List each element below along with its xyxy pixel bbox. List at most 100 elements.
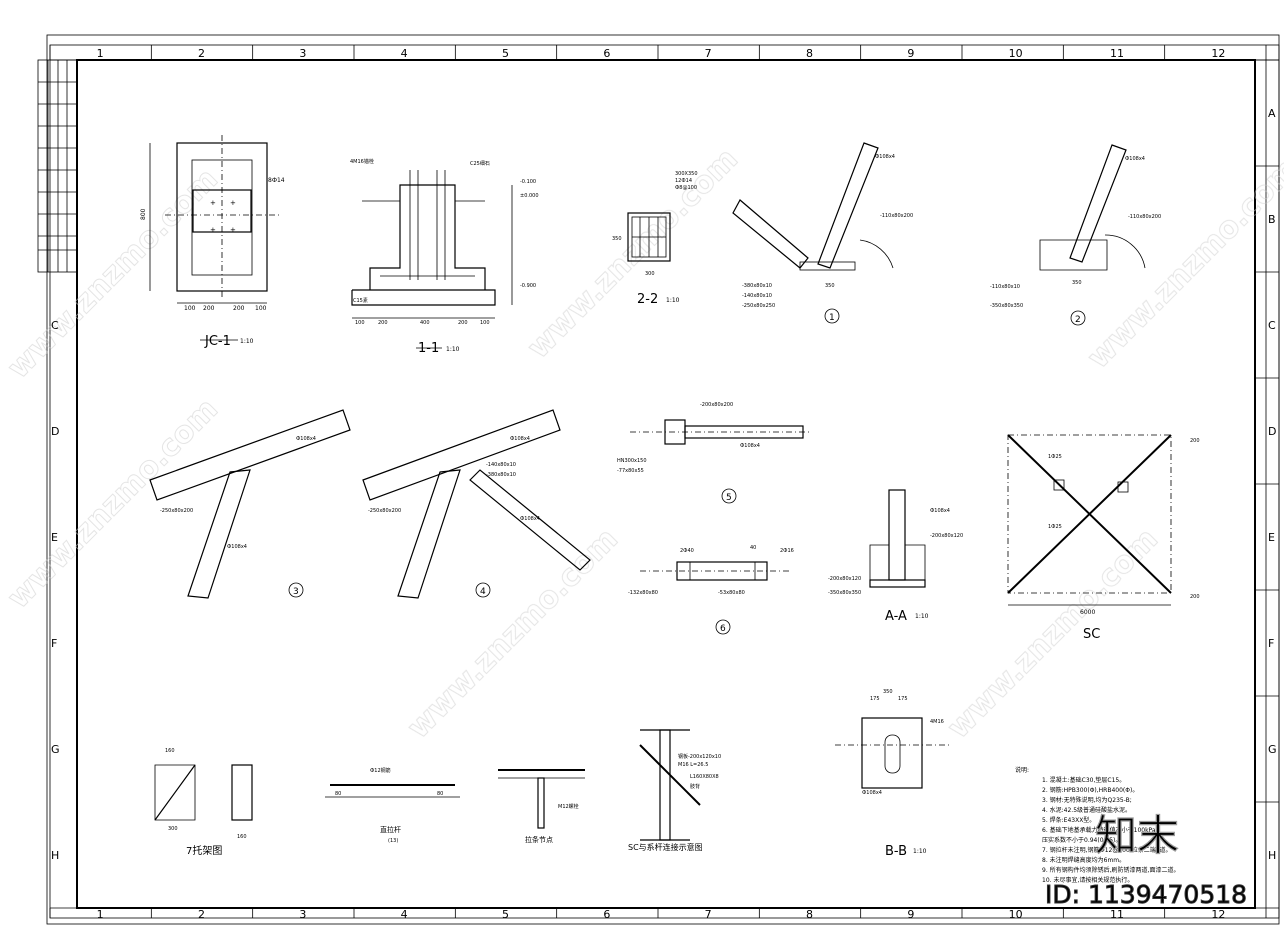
svg-text:4M16: 4M16 [930,719,944,725]
column-label: 7 [705,908,712,921]
image-id: ID: 1139470518 [1045,880,1247,909]
svg-text:200: 200 [233,305,245,312]
column-label: 11 [1110,47,1124,60]
svg-text:M16 L=26.5: M16 L=26.5 [678,762,708,768]
svg-text:+: + [230,199,236,207]
column-label: 8 [806,908,813,921]
jc1-scale: 1:10 [240,338,254,345]
svg-text:40: 40 [750,545,756,551]
row-label: D [1268,425,1276,438]
svg-text:100: 100 [184,305,196,312]
row-label: H [1268,849,1276,862]
svg-text:175: 175 [870,696,880,702]
column-label: 12 [1211,908,1225,921]
column-label: 6 [603,47,610,60]
column-label: 8 [806,47,813,60]
jc1-note: 8Ф14 [268,177,285,184]
svg-text:-350x80x350: -350x80x350 [990,303,1023,309]
column-label: 6 [603,908,610,921]
column-label: 2 [198,908,205,921]
frame-border [49,44,1280,919]
node3-label: 3 [293,587,299,597]
detail-node-3: Ф108x4 Ф108x4 -250x80x200 3 [149,409,351,599]
svg-text:-110x80x10: -110x80x10 [990,284,1020,290]
notes-heading: 说明: [1015,766,1029,774]
detail-jc1-plan: ++ ++ 8Ф14 100 200 200 100 800 JC-1 1:10 [140,135,285,349]
svg-text:-110x80x200: -110x80x200 [1128,214,1161,220]
svg-text:Ф108x4: Ф108x4 [740,443,760,449]
column-label: 1 [97,908,104,921]
column-label: 5 [502,908,509,921]
svg-text:-200x80x200: -200x80x200 [700,402,733,408]
sec22-title: 2-2 [637,292,658,307]
column-label: 5 [502,47,509,60]
aa-title: A-A [885,609,907,624]
general-notes: 说明: 1. 混凝土:基础C30,垫层C15。 2. 钢筋:HPB300(Φ),… [1015,766,1179,884]
svg-text:(13): (13) [388,838,398,844]
detail-section-1-1: 4M16锚栓 C25细石 C15素 -0.100 ±0.000 -0.900 1… [350,158,539,356]
detail-sc-bracing: 6000 200 200 1Ф25 1Ф25 SC [1007,434,1200,642]
svg-text:100: 100 [355,320,365,326]
svg-text:-250x80x200: -250x80x200 [368,508,401,514]
column-label: 1 [97,47,104,60]
sc-connection-title: SC与系杆连接示意图 [628,842,703,852]
svg-text:300: 300 [645,271,655,277]
column-label: 4 [401,47,408,60]
svg-text:175: 175 [898,696,908,702]
row-label-left: H [51,849,59,862]
svg-text:350: 350 [1072,280,1082,286]
svg-text:7. 钢拉杆未注明,钢筋Ф12@200,拉条二端1道。: 7. 钢拉杆未注明,钢筋Ф12@200,拉条二端1道。 [1042,846,1172,854]
row-label-left: G [51,743,60,756]
sec11-scale: 1:10 [446,346,460,353]
svg-text:-350x80x350: -350x80x350 [828,590,861,596]
svg-text:300X350: 300X350 [675,171,698,177]
svg-text:-200x80x120: -200x80x120 [930,533,963,539]
svg-text:L160X80X8: L160X80X8 [690,774,719,780]
watermark-text: www.znzmo.com [521,142,745,366]
watermark-text: www.znzmo.com [1,392,225,616]
column-label: 9 [907,908,914,921]
row-label: A [1268,107,1276,120]
watermark-text: www.znzmo.com [1081,152,1284,376]
svg-text:100: 100 [480,320,490,326]
svg-text:Ф8@100: Ф8@100 [675,185,697,191]
detail-node-6: 2Ф40 40 2Ф16 -132x80x80 -53x80x80 6 [628,545,794,635]
svg-text:-77x80x55: -77x80x55 [617,468,644,474]
svg-text:6000: 6000 [1080,609,1095,616]
svg-text:3. 钢材:无特殊说明,均为Q235-B;: 3. 钢材:无特殊说明,均为Q235-B; [1042,796,1132,804]
bb-title: B-B [885,844,907,859]
aa-scale: 1:10 [915,613,929,620]
svg-text:4M16锚栓: 4M16锚栓 [350,158,374,165]
row-label-left: F [51,637,57,650]
column-label: 7 [705,47,712,60]
svg-text:Ф108x4: Ф108x4 [875,154,895,160]
node4-label: 4 [480,587,486,597]
column-label: 2 [198,47,205,60]
column-ruler [50,59,1279,909]
svg-text:400: 400 [420,320,430,326]
sc-title: SC [1083,627,1100,642]
left-title-strip [37,59,78,273]
column-label: 3 [299,908,306,921]
svg-text:350: 350 [612,236,622,242]
svg-text:Ф108x4: Ф108x4 [296,436,316,442]
svg-text:Ф108x4: Ф108x4 [862,790,882,796]
bb-scale: 1:10 [913,848,927,855]
detail-section-b-b: 4M16 Ф108x4 175 175 350 B-B 1:10 [835,689,950,859]
svg-text:200: 200 [1190,594,1200,600]
svg-text:200: 200 [378,320,388,326]
row-label: E [1268,531,1275,544]
detail-section-a-a: Ф108x4 -200x80x120 -200x80x120 -350x80x3… [828,489,963,624]
column-label: 11 [1110,908,1124,921]
svg-text:160: 160 [165,748,175,754]
column-label: 10 [1009,47,1023,60]
node6-label: 6 [720,624,726,634]
svg-text:C15素: C15素 [353,297,368,304]
brand-logo: 知末 [1095,811,1179,860]
svg-text:1Ф25: 1Ф25 [1048,454,1062,460]
svg-text:80: 80 [335,791,341,797]
watermark-text: www.znzmo.com [1,162,225,386]
svg-text:350: 350 [825,283,835,289]
svg-text:±0.000: ±0.000 [520,193,539,199]
column-label: 10 [1009,908,1023,921]
